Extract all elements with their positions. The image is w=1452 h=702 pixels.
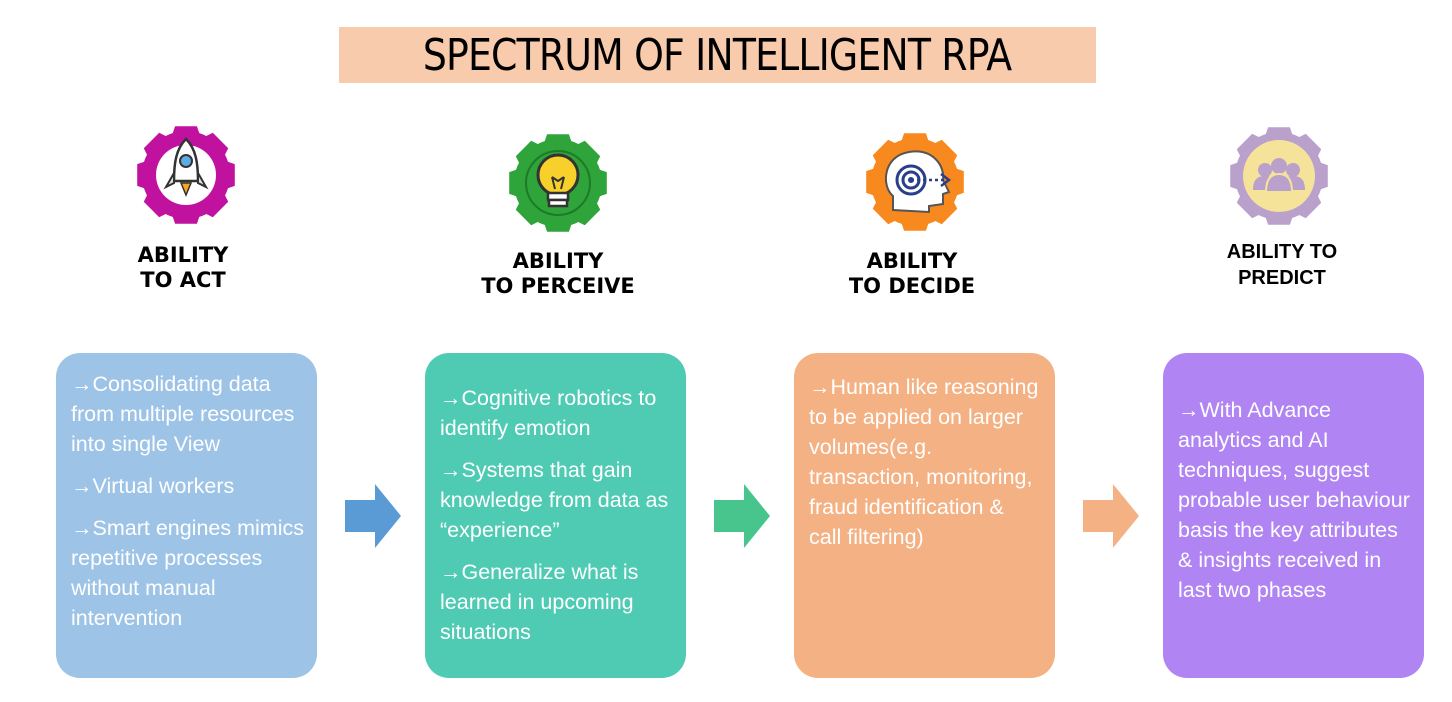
page-title: SPECTRUM OF INTELLIGENT RPA <box>423 29 1012 81</box>
arrow-right-icon <box>1083 484 1139 548</box>
card-point: →Generalize what is learned in upcoming … <box>440 560 639 644</box>
stage-card-predict: →With Advance analytics and AI technique… <box>1163 353 1424 678</box>
lightbulb-gear-icon <box>509 134 607 232</box>
stage-label-line: ABILITY TO <box>1226 241 1338 263</box>
stage-label-line: ABILITY <box>512 249 604 273</box>
head-target-gear-icon <box>866 133 964 231</box>
stage-label-line: ABILITY <box>137 243 229 267</box>
arrow-right-icon <box>714 484 770 548</box>
stage-label-predict: ABILITY TO PREDICT <box>1196 239 1368 291</box>
title-banner: SPECTRUM OF INTELLIGENT RPA <box>339 27 1096 83</box>
card-point: →Human like reasoning to be applied on l… <box>809 375 1039 549</box>
people-gear-icon <box>1230 127 1328 225</box>
stage-card-perceive: →Cognitive robotics to identify emotion … <box>425 353 686 678</box>
stage-label-decide: ABILITY TO DECIDE <box>832 249 992 299</box>
stage-label-line: ABILITY <box>866 249 958 273</box>
card-point: →Smart engines mimics repetitive process… <box>71 516 304 630</box>
stage-label-act: ABILITY TO ACT <box>103 243 263 293</box>
card-point: →With Advance analytics and AI technique… <box>1178 398 1410 602</box>
stage-label-perceive: ABILITY TO PERCEIVE <box>468 249 648 299</box>
stage-label-line: TO PERCEIVE <box>481 274 635 299</box>
stage-label-line: PREDICT <box>1238 267 1326 289</box>
card-point: →Consolidating data from multiple resour… <box>71 372 295 456</box>
rocket-gear-icon <box>137 126 235 224</box>
card-point: →Systems that gain knowledge from data a… <box>440 458 669 542</box>
stage-card-act: →Consolidating data from multiple resour… <box>56 353 317 678</box>
card-point: →Cognitive robotics to identify emotion <box>440 386 657 440</box>
card-point: →Virtual workers <box>71 474 235 498</box>
stage-card-decide: →Human like reasoning to be applied on l… <box>794 353 1055 678</box>
stage-label-line: TO ACT <box>140 268 226 293</box>
arrow-right-icon <box>345 484 401 548</box>
stage-label-line: TO DECIDE <box>848 274 976 299</box>
